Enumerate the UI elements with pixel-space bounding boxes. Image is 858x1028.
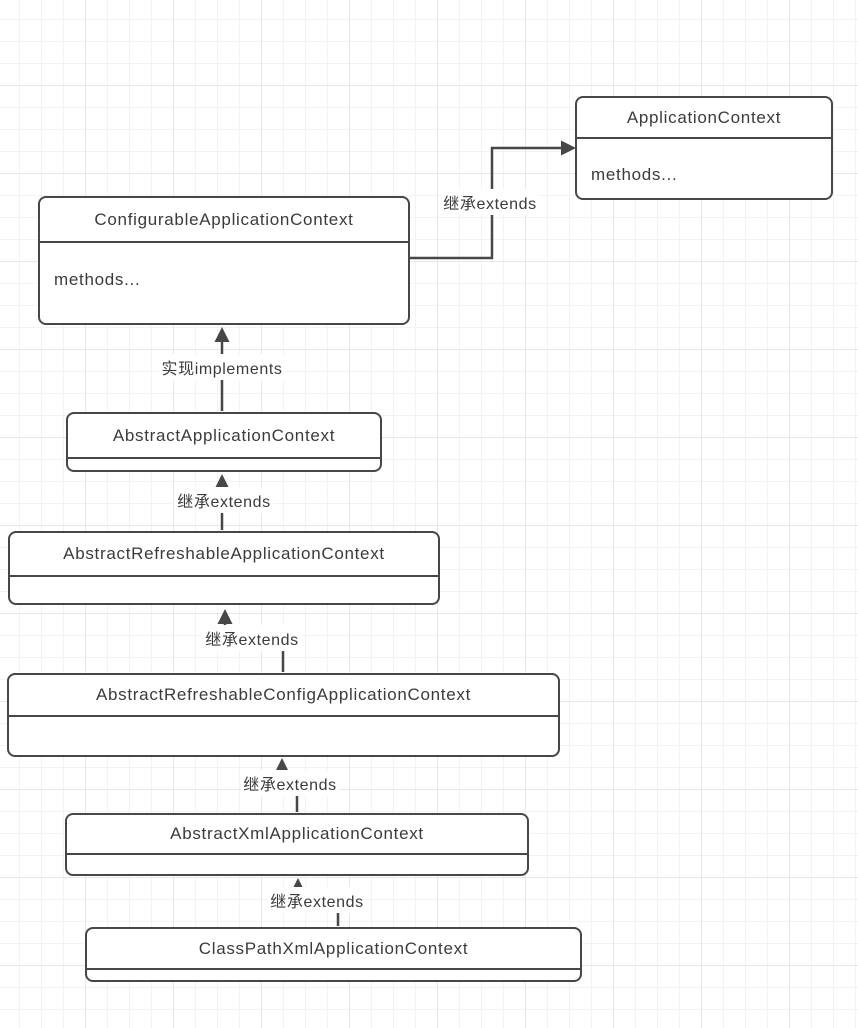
edge-label-extends: 继承extends (440, 189, 540, 215)
class-box-application-context[interactable]: ApplicationContext methods... (575, 96, 833, 200)
edge-label-extends: 继承extends (174, 487, 274, 513)
class-methods (9, 717, 558, 755)
edge-label-extends: 继承extends (202, 625, 302, 651)
class-box-abstract-xml-application-context[interactable]: AbstractXmlApplicationContext (65, 813, 529, 876)
class-box-abstract-application-context[interactable]: AbstractApplicationContext (66, 412, 382, 472)
class-methods (68, 459, 380, 470)
arrowhead-right-icon (561, 140, 576, 156)
class-methods (67, 855, 527, 874)
class-title: AbstractApplicationContext (68, 414, 380, 459)
class-box-configurable-application-context[interactable]: ConfigurableApplicationContext methods..… (38, 196, 410, 325)
class-box-abstract-refreshable-application-context[interactable]: AbstractRefreshableApplicationContext (8, 531, 440, 605)
class-box-abstract-refreshable-config-application-context[interactable]: AbstractRefreshableConfigApplicationCont… (7, 673, 560, 757)
edge-label-implements: 实现implements (158, 354, 286, 380)
class-title: AbstractRefreshableConfigApplicationCont… (9, 675, 558, 717)
arrowhead-up-icon (217, 609, 233, 624)
class-title: ApplicationContext (577, 98, 831, 139)
class-methods (87, 970, 580, 980)
class-title: AbstractRefreshableApplicationContext (10, 533, 438, 577)
class-methods: methods... (591, 165, 678, 184)
edge-label-extends: 继承extends (240, 770, 340, 796)
arrowhead-up-icon (214, 327, 230, 342)
class-title: AbstractXmlApplicationContext (67, 815, 527, 855)
edge-label-extends: 继承extends (267, 887, 367, 913)
class-methods: methods... (54, 270, 141, 289)
class-title: ClassPathXmlApplicationContext (87, 929, 580, 970)
class-methods (10, 577, 438, 603)
class-box-class-path-xml-application-context[interactable]: ClassPathXmlApplicationContext (85, 927, 582, 982)
class-title: ConfigurableApplicationContext (40, 198, 408, 243)
